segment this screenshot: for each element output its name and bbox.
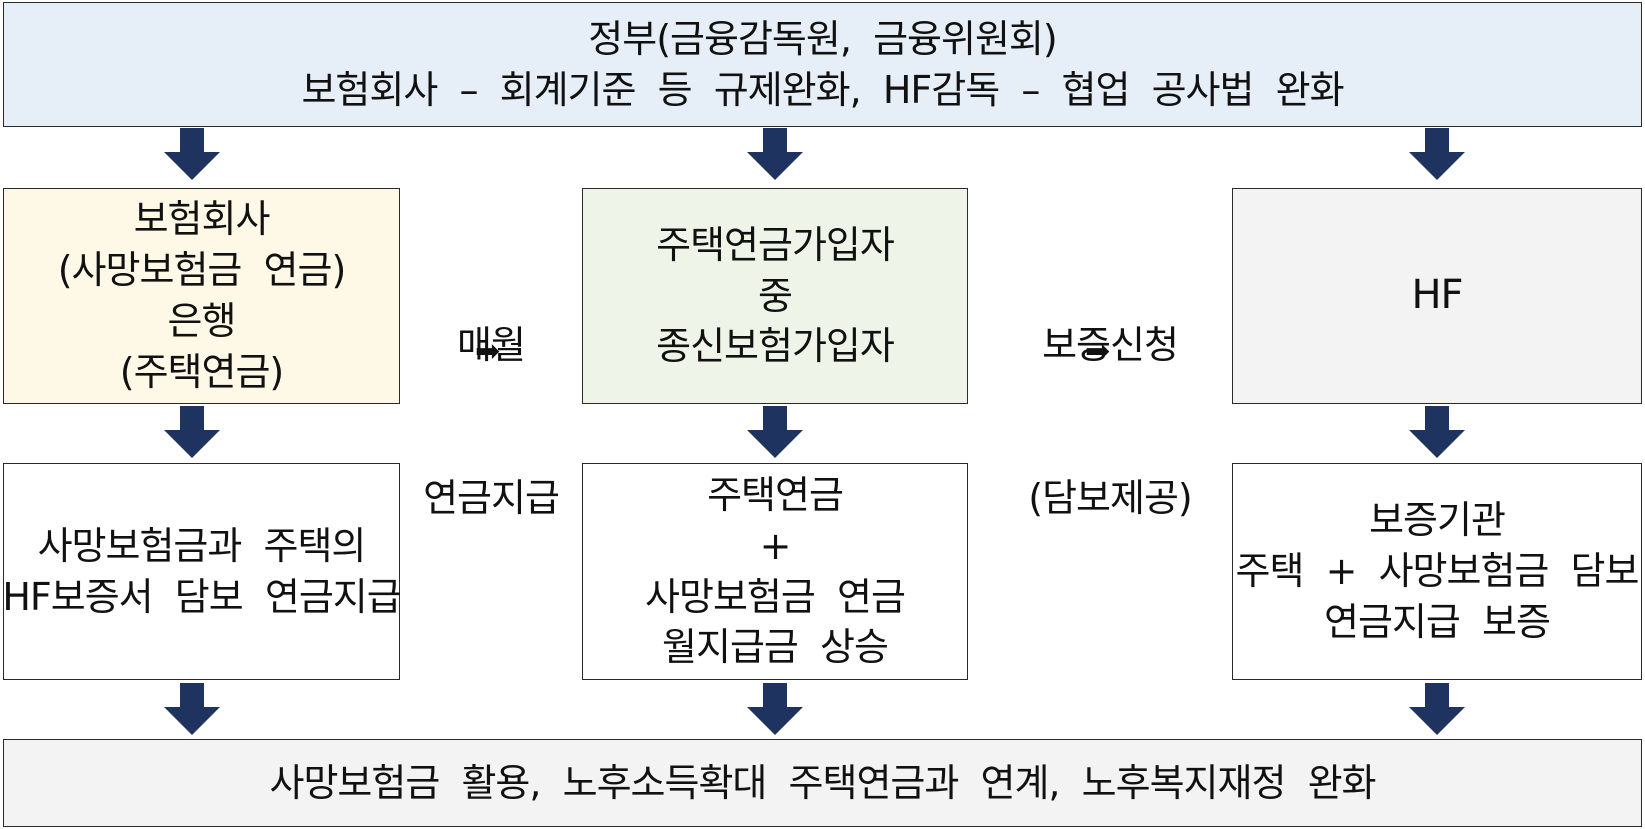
government-box: 정부(금융감독원, 금융위원회) 보험회사 – 회계기준 등 규제완화, HF감…: [3, 2, 1642, 127]
down-arrow-icon: [164, 406, 220, 458]
insurer-result-line-2: HF보증서 담보 연금지급: [2, 574, 401, 619]
subscriber-box: 주택연금가입자 중 종신보험가입자: [582, 188, 968, 404]
bank-label: 은행: [167, 299, 237, 343]
bank-product: (주택연금): [119, 349, 284, 394]
government-title: 정부(금융감독원, 금융위원회): [588, 16, 1057, 61]
down-arrow-icon: [747, 683, 803, 735]
down-arrow-icon: [1409, 683, 1465, 735]
down-arrow-icon: [747, 128, 803, 180]
outcome-text: 사망보험금 활용, 노후소득확대 주택연금과 연계, 노후복지재정 완화: [269, 760, 1377, 805]
subscriber-result-line-3: 사망보험금 연금: [645, 574, 906, 619]
hf-result-line-2: 주택 + 사망보험금 담보: [1235, 549, 1640, 594]
subscriber-result-line-1: 주택연금: [707, 472, 844, 517]
hf-result-line-1: 보증기관: [1369, 498, 1506, 543]
monthly-label: 매월: [457, 322, 526, 367]
hf-label: HF: [1411, 272, 1463, 319]
subscriber-result-box: 주택연금 + 사망보험금 연금 월지급금 상승: [582, 463, 968, 680]
outcome-box: 사망보험금 활용, 노후소득확대 주택연금과 연계, 노후복지재정 완화: [3, 739, 1642, 827]
insurer-result-box: 사망보험금과 주택의 HF보증서 담보 연금지급: [2, 463, 402, 680]
insurer-bank-box: 보험회사 (사망보험금 연금) 은행 (주택연금): [3, 188, 400, 404]
pension-payment-label: 연금지급: [423, 475, 560, 520]
monthly-payment-label: 매월 연금지급: [412, 218, 570, 574]
collateral-text: (담보제공): [1028, 475, 1193, 520]
subscriber-result-line-4: 월지급금 상승: [662, 625, 889, 670]
subscriber-result-line-2: +: [759, 523, 792, 568]
insurer-result-line-1: 사망보험금과 주택의: [37, 523, 367, 568]
subscriber-label-1: 주택연금가입자: [656, 222, 895, 267]
guarantee-request-label: 보증신청 (담보제공): [1010, 218, 1210, 574]
insurer-label: 보험회사: [133, 197, 271, 242]
right-arrow-icon: ➡: [1085, 334, 1111, 369]
hf-result-line-3: 연금지급 보증: [1324, 599, 1551, 644]
down-arrow-icon: [164, 128, 220, 180]
insurer-product: (사망보험금 연금): [57, 248, 347, 293]
subscriber-label-3: 종신보험가입자: [656, 324, 895, 369]
guarantee-request-text: 보증신청: [1042, 322, 1179, 367]
down-arrow-icon: [164, 683, 220, 735]
down-arrow-icon: [1409, 406, 1465, 458]
down-arrow-icon: [747, 406, 803, 458]
down-arrow-icon: [1409, 128, 1465, 180]
subscriber-label-2: 중: [758, 273, 793, 318]
hf-box: HF: [1232, 188, 1642, 404]
government-policy: 보험회사 – 회계기준 등 규제완화, HF감독 – 협업 공사법 완화: [301, 67, 1344, 112]
right-arrow-icon: ➡: [475, 334, 501, 369]
hf-result-box: 보증기관 주택 + 사망보험금 담보 연금지급 보증: [1232, 463, 1642, 680]
